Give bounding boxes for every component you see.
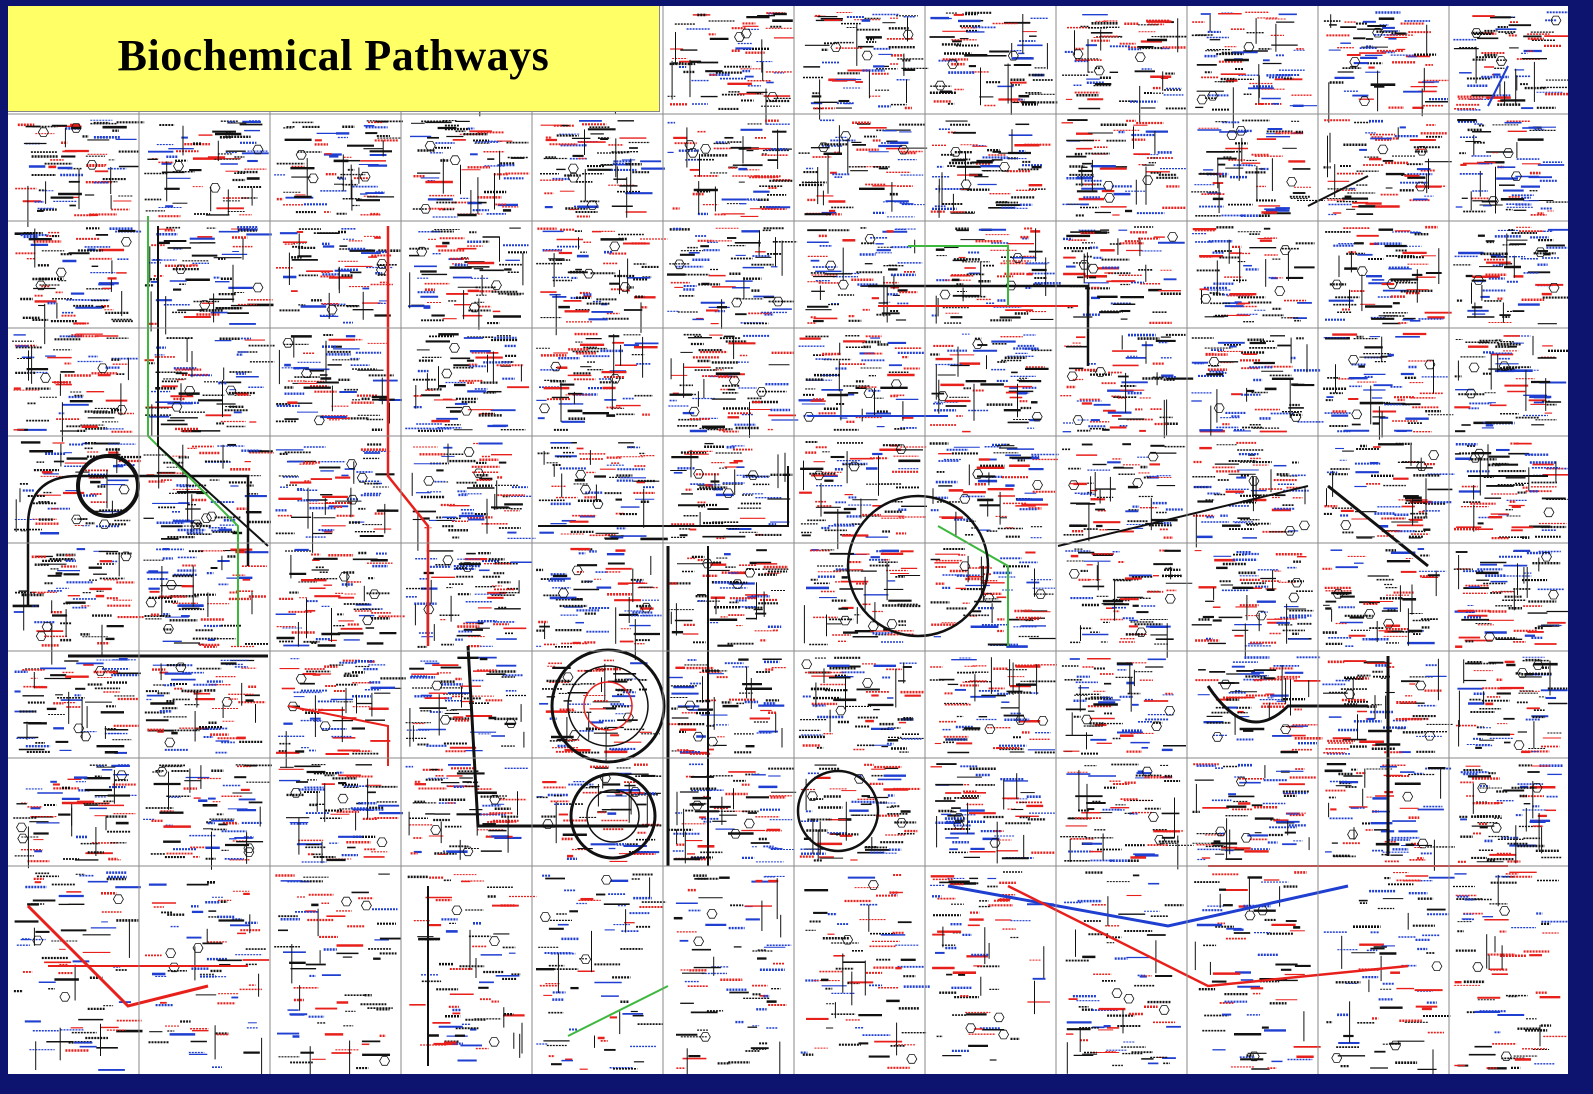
pathway-poster: Biochemical Pathways <box>8 6 1568 1074</box>
pathway-grid <box>8 6 1568 1074</box>
poster-title: Biochemical Pathways <box>117 31 550 80</box>
pathway-map <box>8 6 1568 1074</box>
title-box: Biochemical Pathways <box>8 6 660 112</box>
